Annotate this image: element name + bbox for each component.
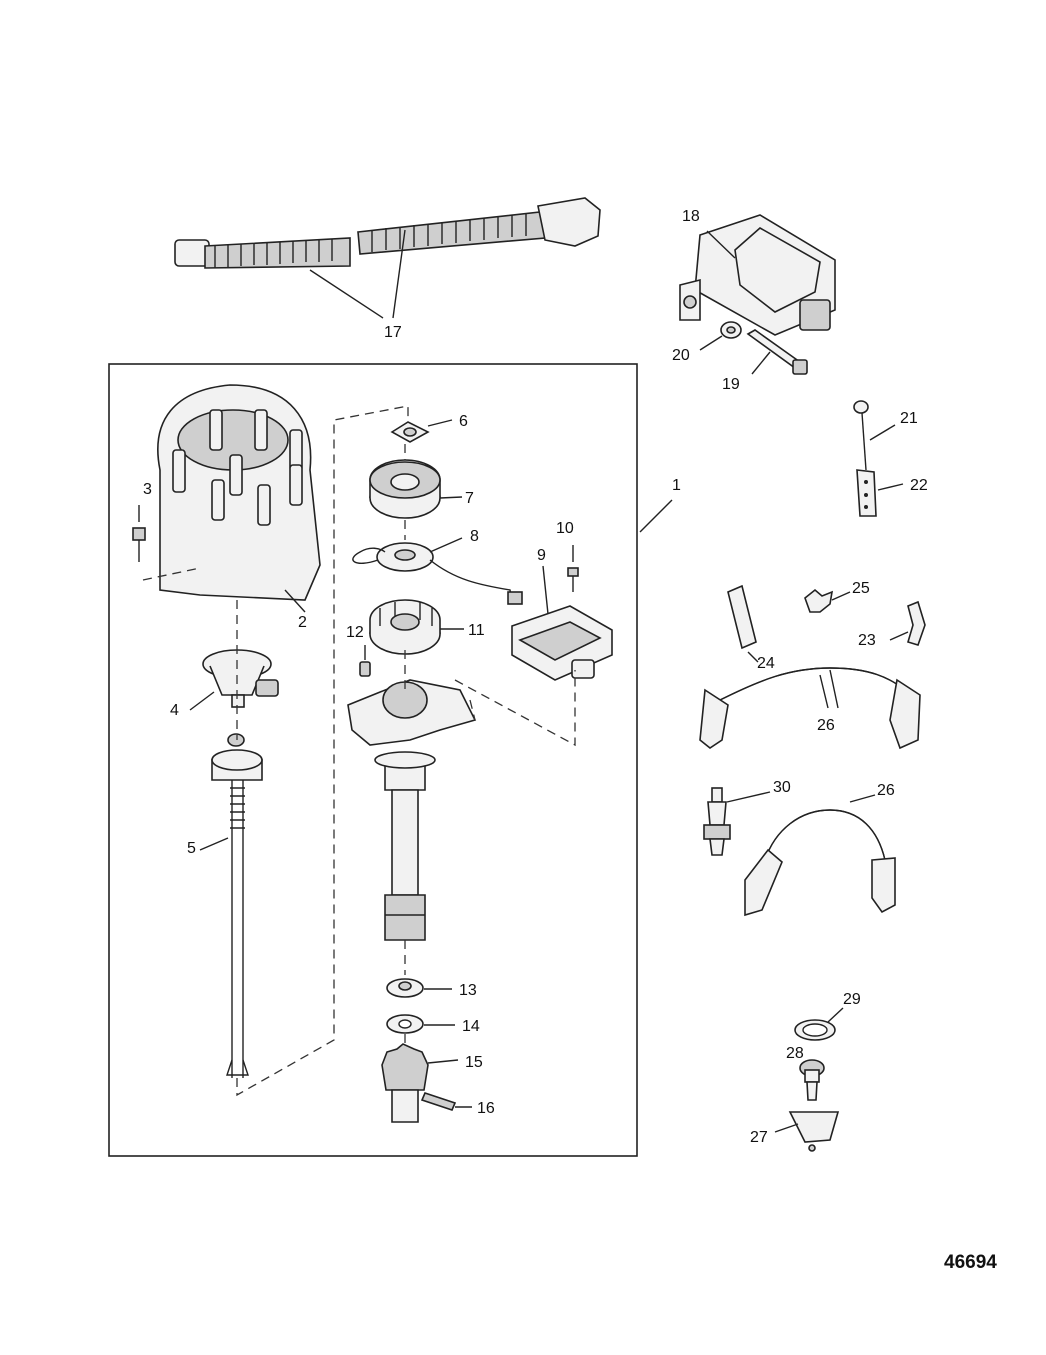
label-17: 17 [384, 324, 402, 341]
coil-washer [699, 321, 742, 351]
label-22: 22 [910, 477, 928, 494]
label-5: 5 [187, 840, 196, 857]
label-12: 12 [346, 624, 364, 641]
label-23: 23 [858, 632, 876, 649]
label-1: 1 [672, 477, 681, 494]
washer-14 [386, 1014, 455, 1034]
rotor-base [189, 649, 279, 711]
spark-plug-wire-upper [699, 667, 921, 750]
ground-strap [853, 400, 904, 517]
bolt-28 [799, 1059, 825, 1101]
label-29: 29 [843, 991, 861, 1008]
roll-pin [420, 1092, 472, 1111]
drive-gear [381, 1043, 459, 1123]
label-9: 9 [537, 547, 546, 564]
clip-25 [804, 588, 851, 613]
figure-number: 46694 [944, 1252, 997, 1273]
coil-bolt [746, 329, 808, 375]
label-18: 18 [682, 208, 700, 225]
label-13: 13 [459, 982, 477, 999]
wire-harness [174, 197, 601, 319]
distributor-shaft [199, 733, 263, 1078]
label-30: 30 [773, 779, 791, 796]
rotor [369, 459, 463, 519]
wire-clip-23 [889, 600, 926, 646]
label-27: 27 [750, 1129, 768, 1146]
distributor-housing [347, 679, 477, 941]
label-24: 24 [757, 655, 775, 672]
label-26-lower: 26 [877, 782, 895, 799]
label-10: 10 [556, 520, 574, 537]
ignition-coil [679, 214, 836, 336]
retainer-12 [359, 645, 371, 677]
spark-plug [703, 787, 771, 856]
pole-piece [369, 599, 464, 655]
label-6: 6 [459, 413, 468, 430]
label-21: 21 [900, 410, 918, 427]
label-19: 19 [722, 376, 740, 393]
label-3: 3 [143, 481, 152, 498]
label-7: 7 [465, 490, 474, 507]
wire-separator-24 [727, 584, 759, 663]
spark-plug-wire-lower [744, 794, 896, 917]
label-15: 15 [465, 1054, 483, 1071]
washer-29 [794, 1007, 844, 1041]
bracket-27 [774, 1111, 840, 1152]
distributor-assembly-box [108, 363, 638, 1157]
label-16: 16 [477, 1100, 495, 1117]
label-11: 11 [468, 622, 485, 639]
label-2: 2 [298, 614, 307, 631]
washer-13 [386, 978, 452, 998]
assembly-guide-lines [142, 405, 576, 1097]
label-20: 20 [672, 347, 690, 364]
label-4: 4 [170, 702, 179, 719]
assembly-leader [639, 499, 673, 533]
label-28: 28 [786, 1045, 804, 1062]
module-screw [567, 545, 579, 592]
distributor-cap [157, 384, 321, 613]
gasket [390, 419, 453, 443]
cap-screw [132, 505, 146, 562]
label-26-upper: 26 [817, 717, 835, 734]
label-8: 8 [470, 528, 479, 545]
pickup-coil [352, 537, 523, 605]
label-14: 14 [462, 1018, 480, 1035]
label-25: 25 [852, 580, 870, 597]
ignition-module [511, 565, 613, 681]
